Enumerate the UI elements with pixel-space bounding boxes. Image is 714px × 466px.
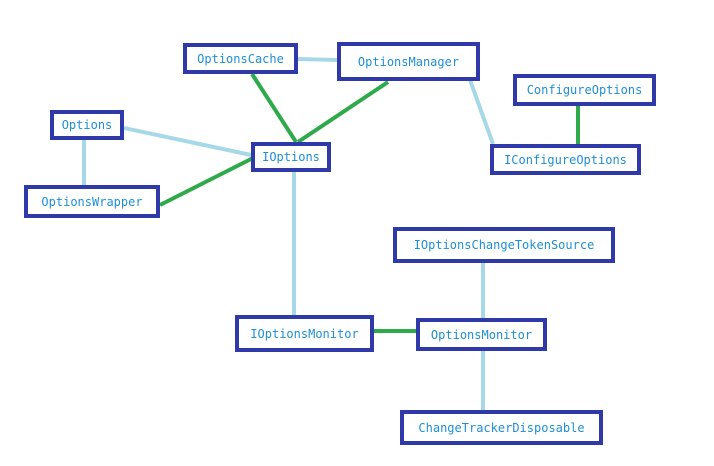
node-options-manager: OptionsManager [337,42,480,81]
edge-options-cache-to-options-manager [297,57,338,62]
node-label-options-cache: OptionsCache [197,51,284,66]
node-label-configure-options: ConfigureOptions [526,83,643,97]
node-label-ioptions-monitor: IOptionsMonitor [250,326,359,341]
node-options-cache: OptionsCache [183,43,298,74]
node-options: Options [50,110,124,140]
node-options-monitor: OptionsMonitor [416,318,547,351]
node-label-ioptions: IOptions [262,150,320,164]
node-options-wrapper: OptionsWrapper [24,185,160,218]
node-ioptions-change-token-source: IOptionsChangeTokenSource [393,227,615,263]
edge-options-wrapper-to-ioptions [159,156,254,207]
edge-options-to-ioptions [123,126,252,157]
node-label-options-manager: OptionsManager [357,54,460,69]
node-label-ioptions-change-token-source: IOptionsChangeTokenSource [413,238,595,252]
node-ioptions-monitor: IOptionsMonitor [235,315,374,352]
node-iconfigure-options: IConfigureOptions [490,144,641,175]
node-label-options-wrapper: OptionsWrapper [41,194,143,209]
node-label-iconfigure-options: IConfigureOptions [504,152,627,167]
node-configure-options: ConfigureOptions [513,74,656,106]
node-change-tracker-disposable: ChangeTrackerDisposable [400,410,603,445]
edge-options-manager-to-ioptions [296,80,390,144]
edge-options-cache-to-ioptions [250,72,298,144]
edge-options-manager-to-iconfigure-options [468,79,495,145]
node-label-options: Options [61,118,113,132]
node-ioptions: IOptions [251,142,331,172]
node-label-change-tracker-disposable: ChangeTrackerDisposable [418,420,585,435]
node-label-options-monitor: OptionsMonitor [430,327,533,342]
